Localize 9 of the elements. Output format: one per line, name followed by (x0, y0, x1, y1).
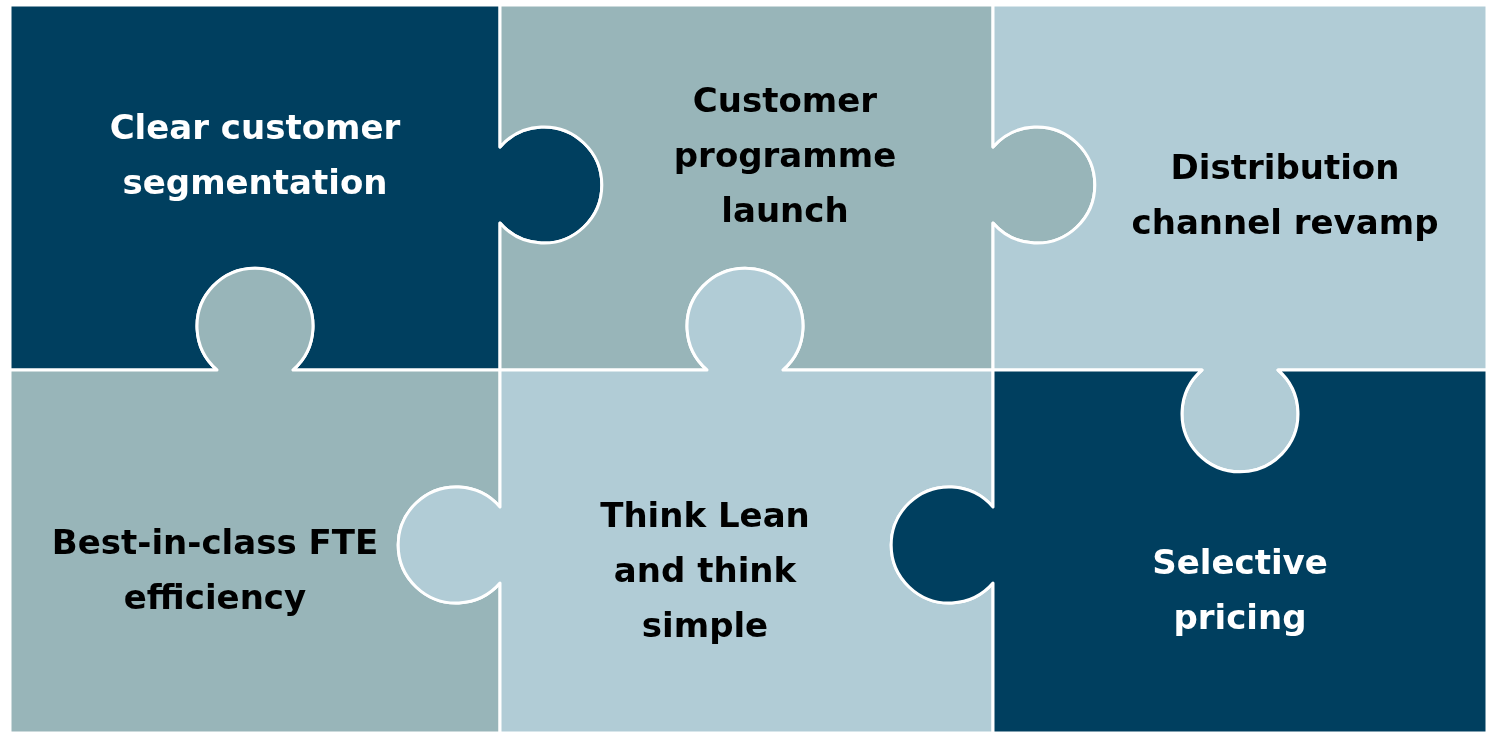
piece-label: Selective pricing (1151, 541, 1329, 639)
piece-label: Think Lean and think simple (599, 493, 811, 647)
piece-label: Distribution channel revamp (1130, 146, 1440, 244)
puzzle-piece (889, 368, 1489, 735)
piece-label: Best-in-class FTE efficiency (50, 521, 380, 619)
puzzle-piece (8, 266, 502, 735)
puzzle-piece (396, 266, 995, 735)
piece-label: Clear customer segmentation (108, 106, 402, 204)
piece-label: Customer programme launch (672, 78, 898, 232)
